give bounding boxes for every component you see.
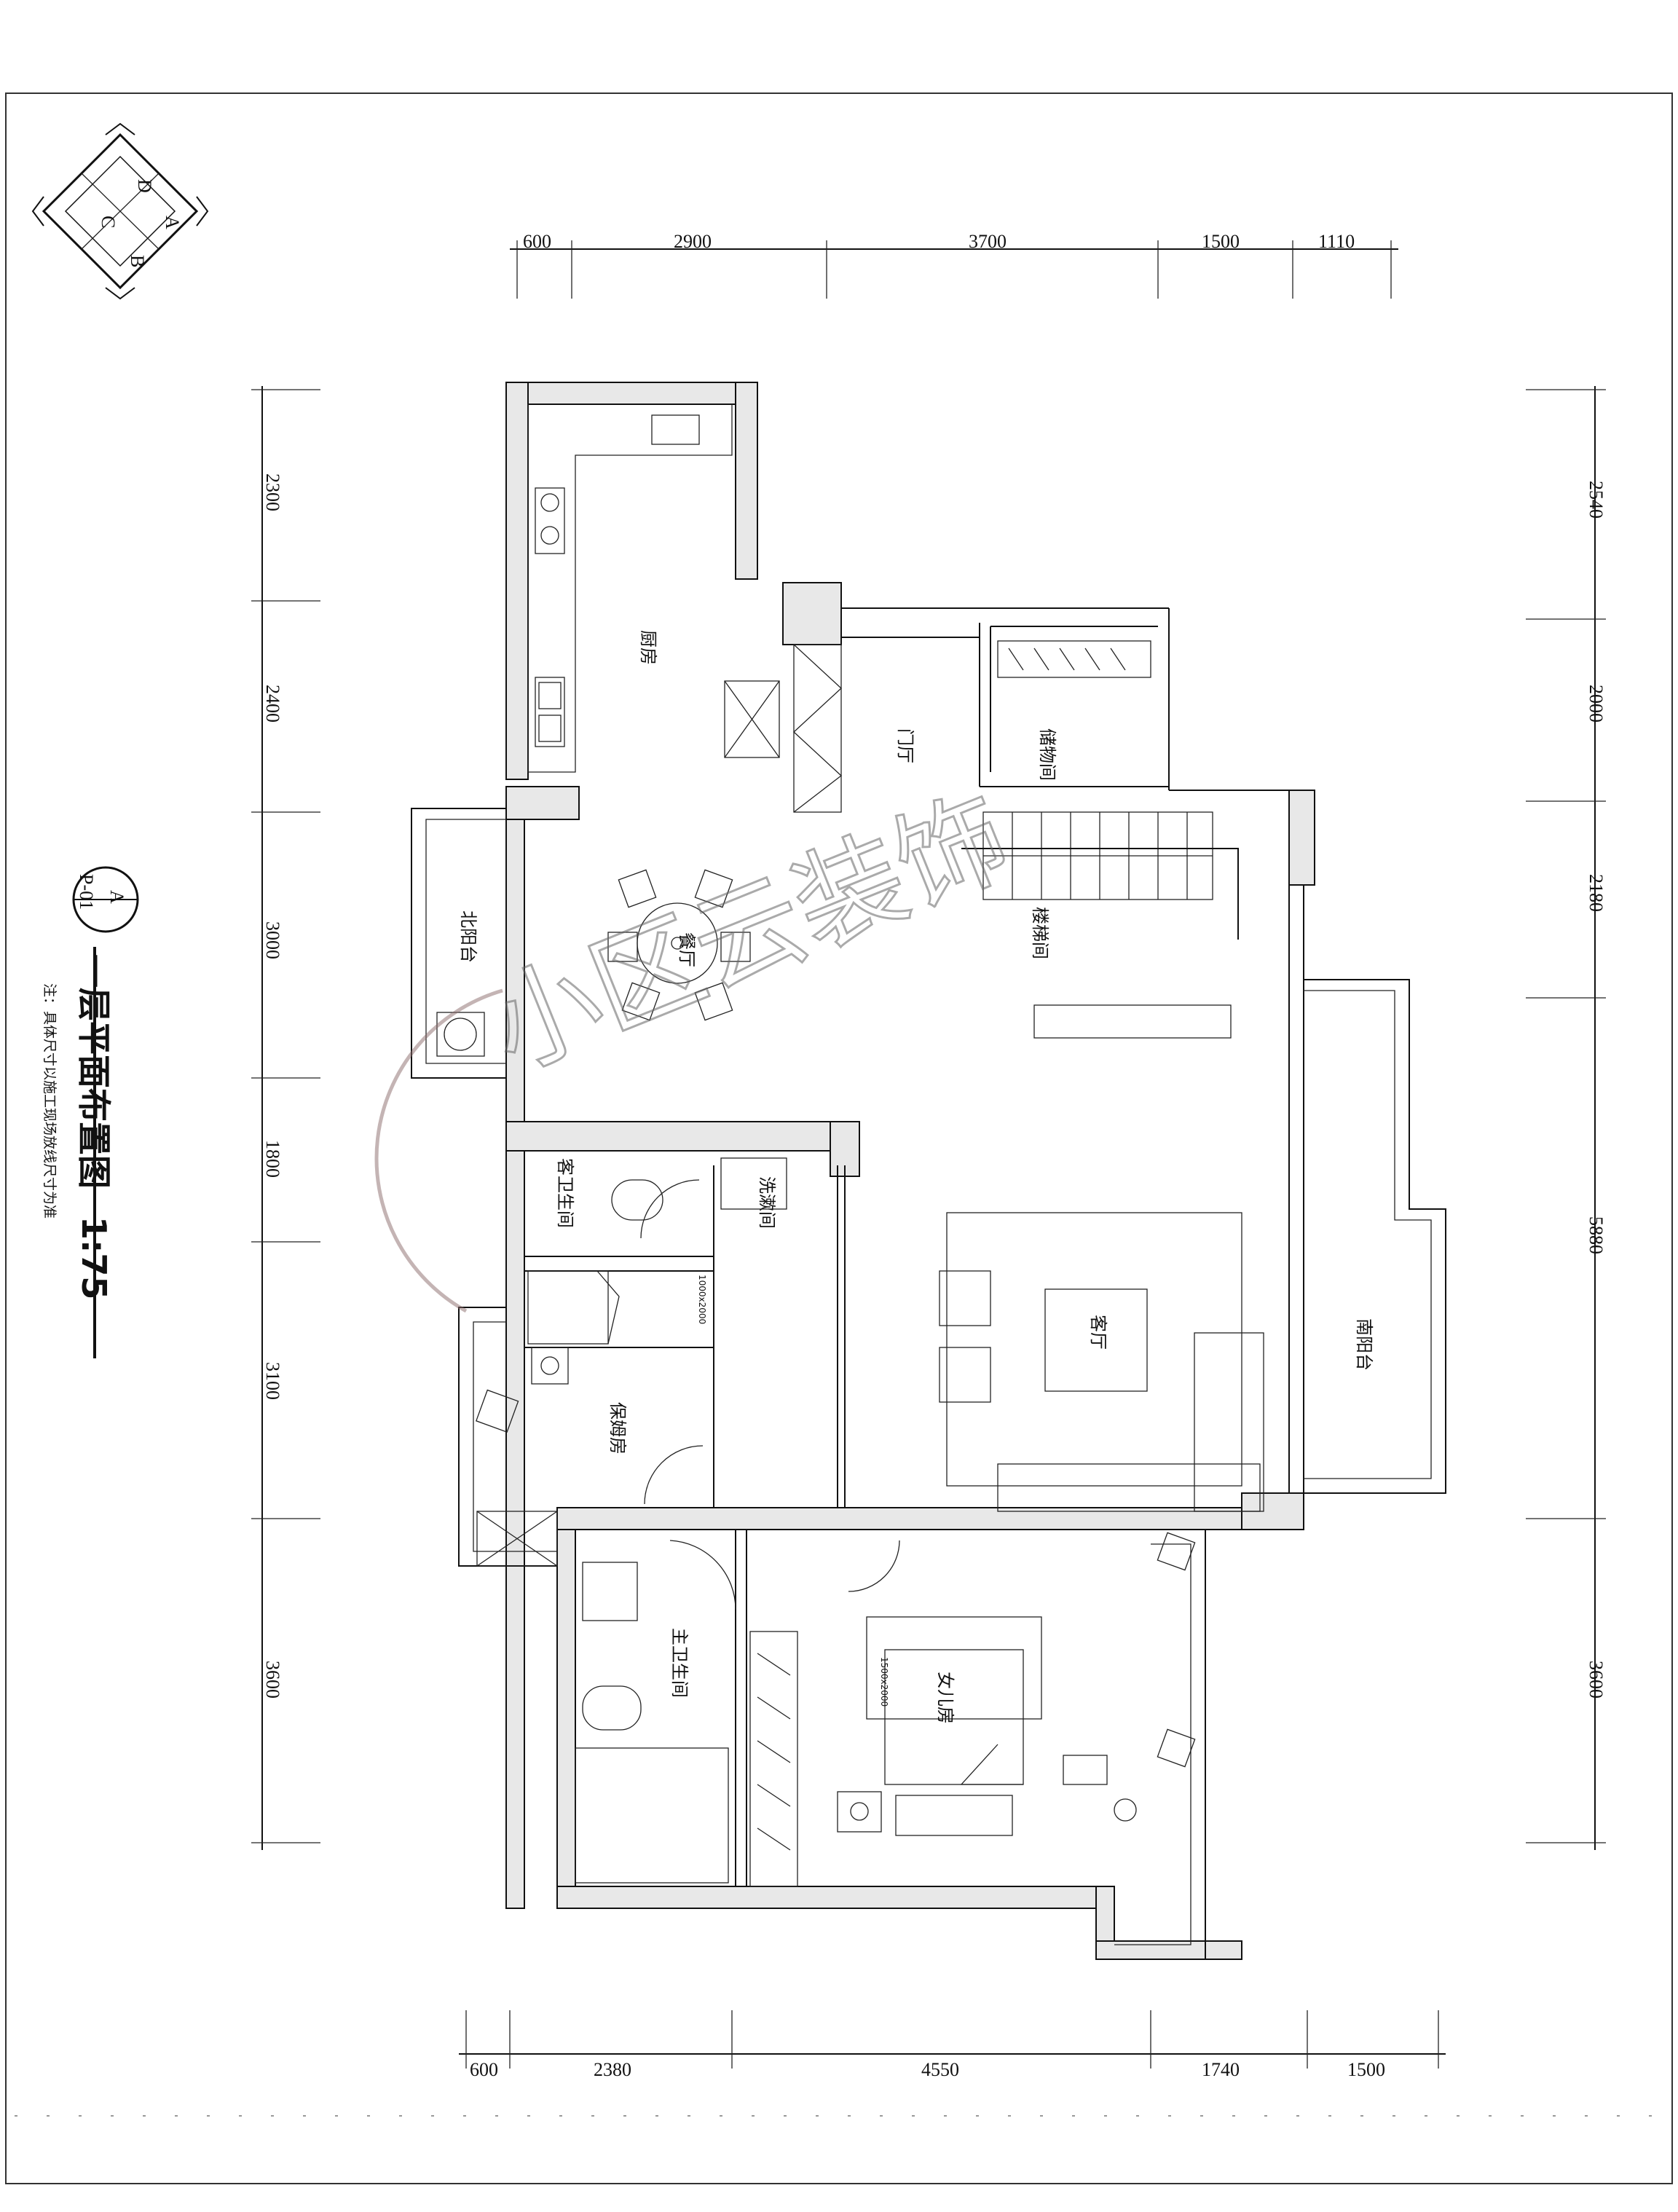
- washer-icon: [436, 1012, 485, 1057]
- dim-left-6: 3600: [262, 1661, 283, 1699]
- room-label-storage: 储物间: [1037, 728, 1057, 781]
- dim-top-2: 2900: [674, 231, 712, 252]
- north-balcony-outline: [411, 808, 506, 1079]
- toilet-icon: [582, 1685, 642, 1731]
- compass-icon: D A C B: [31, 122, 209, 300]
- bottom-dimensions: 600 2380 4550 1740 1500: [459, 2010, 1446, 2080]
- compass-label-a: A: [162, 216, 183, 229]
- washbasin-icon: [720, 1157, 787, 1210]
- chair-icon: [1063, 1755, 1108, 1785]
- dim-right-2: 2000: [1586, 685, 1607, 723]
- west-balcony-outline: [458, 1307, 558, 1567]
- plan-note: 注：具体尺寸以施工现场放线尺寸为准: [42, 983, 58, 1219]
- guest-bath-fixtures: [611, 1157, 787, 1239]
- dim-top-3: 3700: [969, 231, 1007, 252]
- wardrobe: [749, 1631, 798, 1887]
- daughter-room-furniture: [837, 1532, 1196, 1836]
- living-room-furniture: [939, 1212, 1264, 1512]
- compass-label-c: C: [98, 216, 119, 228]
- room-label-guest-bath: 客卫生间: [555, 1158, 575, 1228]
- room-label-north-balcony: 北阳台: [458, 910, 478, 963]
- storage-shelves: [997, 640, 1151, 678]
- title-block: A P-01 一层平面布置图 1:75 注：具体尺寸以施工现场放线尺寸为准: [42, 866, 139, 1358]
- dim-bottom-5: 1500: [1347, 2059, 1385, 2080]
- room-label-stairs: 楼梯间: [1030, 907, 1050, 959]
- sink-icon: [535, 677, 565, 747]
- dim-bottom-4: 1740: [1202, 2059, 1240, 2080]
- staircase: [961, 811, 1239, 1039]
- fridge-icon: [651, 414, 700, 445]
- drawing-frame: [5, 93, 1673, 2184]
- room-label-master-bath: 主卫生间: [669, 1628, 690, 1698]
- cabinet-icon: [793, 644, 842, 813]
- dim-right-5: 3600: [1586, 1661, 1607, 1699]
- stove-icon: [535, 487, 565, 554]
- dim-top-1: 600: [523, 231, 551, 252]
- coffee-table-icon: [1044, 1288, 1148, 1392]
- room-labels: 厨房 门厅 储物间 餐厅 北阳台 楼梯间 客卫生间 洗漱间 客厅 南阳台 保姆房…: [458, 630, 1374, 1724]
- room-label-dining: 餐厅: [677, 932, 697, 967]
- bed-size-nanny: 1000x2000: [697, 1275, 707, 1324]
- armchair-icon: [939, 1347, 991, 1403]
- bed-size-daughter: 1500x2000: [879, 1657, 889, 1707]
- kitchen-appliance-icon: [724, 680, 780, 758]
- room-label-nanny: 保姆房: [607, 1402, 628, 1455]
- left-dimensions: 2300 2400 3000 1800 3100 3600: [251, 386, 320, 1850]
- compass-label-d: D: [134, 179, 155, 193]
- dim-bottom-3: 4550: [921, 2059, 959, 2080]
- master-bath-fixtures: [575, 1540, 736, 1884]
- washbasin-icon: [582, 1562, 638, 1621]
- dim-top-5: 1110: [1318, 231, 1355, 252]
- kitchen-fixtures: [527, 404, 843, 813]
- nanny-bed-icon: [527, 1270, 609, 1345]
- armchair-icon: [939, 1270, 991, 1326]
- room-label-kitchen: 厨房: [638, 630, 658, 665]
- room-label-living: 客厅: [1088, 1315, 1108, 1350]
- dim-left-3: 3000: [262, 921, 283, 959]
- dim-left-2: 2400: [262, 685, 283, 723]
- desk-icon: [895, 1795, 1013, 1836]
- room-label-daughter: 女儿房: [935, 1672, 956, 1724]
- compass-label-b: B: [127, 255, 148, 267]
- top-dimensions: 600 2900 3700 1500 1110: [510, 231, 1398, 299]
- sofa-chaise-icon: [1194, 1332, 1264, 1512]
- dim-right-4: 5880: [1586, 1216, 1607, 1254]
- dim-right-3: 2180: [1586, 874, 1607, 912]
- drawing-ref-bottom: P-01: [76, 874, 97, 910]
- dining-table-set: [607, 869, 751, 1021]
- toilet-icon: [611, 1179, 663, 1221]
- room-label-laundry: 洗漱间: [757, 1176, 777, 1229]
- walls: [505, 382, 1315, 1960]
- dim-top-4: 1500: [1202, 231, 1240, 252]
- dim-right-1: 2540: [1586, 481, 1607, 519]
- drawing-ref-top: A: [106, 890, 127, 904]
- dim-left-4: 1800: [262, 1140, 283, 1178]
- nanny-room-furniture: [527, 1270, 704, 1505]
- shower-icon: [575, 1747, 729, 1884]
- sofa-icon: [997, 1463, 1261, 1512]
- dim-bottom-1: 600: [470, 2059, 498, 2080]
- south-balcony-outline: [1304, 979, 1446, 1494]
- east-balcony-outline: [1114, 1529, 1206, 1960]
- dim-bottom-2: 2380: [594, 2059, 631, 2080]
- dim-left-1: 2300: [262, 473, 283, 511]
- right-dimensions: 2540 2000 2180 5880 3600: [1526, 386, 1607, 1850]
- watermark-text: 小区云装饰: [472, 773, 1026, 1095]
- room-label-foyer: 门厅: [895, 728, 915, 763]
- dim-left-5: 3100: [262, 1362, 283, 1400]
- room-label-south-balcony: 南阳台: [1354, 1318, 1374, 1371]
- daughter-bed-icon: [884, 1649, 1024, 1785]
